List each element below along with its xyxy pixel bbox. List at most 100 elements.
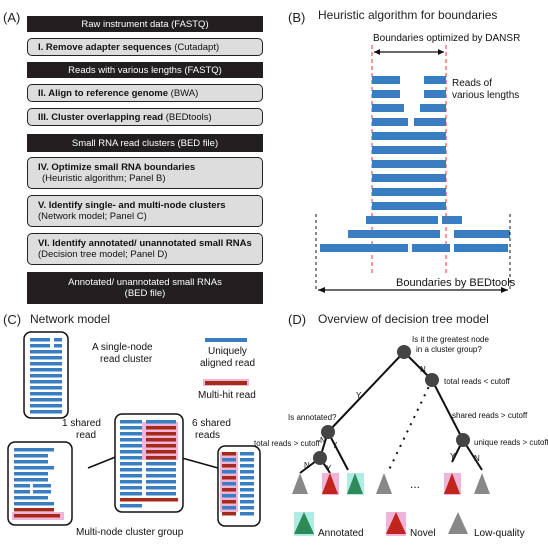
workflow-step-6: Small RNA read clusters (BED file) [27,134,263,152]
unique-read [240,452,254,456]
unique-read [14,472,48,476]
unique-read [30,404,62,408]
panel-a-letter: (A) [3,10,21,25]
unique-read [146,486,176,490]
unique-read [120,420,142,424]
workflow-step-title: III. Cluster overlapping read [38,111,164,123]
q-root: Is it the greatest node [412,335,489,344]
network-read-bars [12,338,254,520]
unique-read [120,450,142,454]
workflow-step-1: Raw instrument data (FASTQ) [27,16,263,32]
legend-annot-label: Annotated [318,528,364,539]
unique-read [33,484,51,488]
legend-unique-swatch [205,338,247,342]
label-n-3: N [320,436,326,445]
panel-b-title: Heuristic algorithm for boundaries [318,8,498,22]
unique-read [222,494,236,498]
unique-read [30,350,62,354]
unique-read [146,468,176,472]
workflow-step-8: V. Identify single- and multi-node clust… [27,195,263,227]
workflow-step-tool: (BWA) [168,87,199,99]
multi-hit-read [146,456,176,460]
leaf-novel-2 [444,473,460,494]
read-bar [372,160,446,168]
multi-hit-read [14,508,54,512]
multi-hit-read [222,500,236,504]
unique-read [120,480,142,484]
unique-read [14,490,30,494]
workflow-step-title: VI. Identify annotated/ unannotated smal… [38,238,252,249]
multi-hit-read [146,444,176,448]
bedtools-label: Boundaries by BEDtools [396,277,516,289]
unique-read [54,338,62,342]
unique-read [240,458,254,462]
node-total-top [425,373,439,387]
workflow-step-5: III. Cluster overlapping read (BEDtools) [27,108,263,126]
unique-read [146,480,176,484]
edge-annot-yes [327,431,349,471]
unique-read [14,466,54,470]
unique-read [14,460,48,464]
label-n-1: N [420,365,426,374]
read-bar [442,216,462,224]
read-bar [420,104,446,112]
unique-read [30,344,50,348]
read-bar [366,216,438,224]
unique-read [222,458,236,462]
legend-novel-label: Novel [410,528,436,539]
multi-hit-read [146,438,176,442]
panel-c-title: Network model [30,312,111,326]
panel-d-title: Overview of decision tree model [318,312,489,326]
unique-read [30,380,62,384]
workflow-step-tool: (Heuristic algorithm; Panel B) [42,173,166,184]
label-n-4: N [304,461,310,470]
workflow-step-tool: (Cutadapt) [171,41,220,53]
workflow-step-7: IV. Optimize small RNA boundaries(Heuris… [27,157,263,189]
unique-read [120,486,142,490]
read-bar [372,104,404,112]
unique-read [14,478,48,482]
multi-hit-read [146,432,176,436]
q-shared: shared reads > cutoff [452,411,528,420]
read-bar [320,244,408,252]
network-diagram: Uniquely aligned read Multi-hit read A s… [7,331,261,538]
unique-read [222,470,236,474]
edge-root-annot [327,351,405,433]
workflow-step-text: Reads with various lengths (FASTQ) [68,64,222,76]
workflow-step-title: V. Identify single- and multi-node clust… [38,200,226,211]
unique-read [120,462,142,466]
unique-read [120,456,142,460]
reads-label: Reads of [452,78,492,89]
workflow-step-title: IV. Optimize small RNA boundaries [38,162,196,173]
unique-read [240,470,254,474]
unique-read [240,464,254,468]
unique-read [120,474,142,478]
panel-d-letter: (D) [288,312,307,327]
workflow-step-tool: (BEDtools) [163,111,212,123]
unique-read [120,438,142,442]
unique-read [14,454,48,458]
multi-hit-read [120,498,178,502]
unique-read [240,476,254,480]
edge-total-shared [431,379,464,441]
read-bars [320,76,510,252]
q-total-top: total reads < cutoff [444,377,511,386]
workflow-step-text: Raw instrument data (FASTQ) [81,18,209,30]
read-bar [372,132,446,140]
unique-read [240,506,254,510]
multi-hit-read [222,488,236,492]
unique-read [240,512,254,516]
unique-read [240,500,254,504]
workflow-step-text: Small RNA read clusters (BED file) [71,137,219,149]
unique-read [240,488,254,492]
read-bar [454,244,508,252]
unique-read [33,490,51,494]
leaf-lowq-2 [376,473,392,494]
multi-hit-read [14,514,60,518]
unique-read [240,494,254,498]
leaf-annot [347,473,363,494]
multi-hit-read [222,464,236,468]
workflow-step-9: VI. Identify annotated/ unannotated smal… [27,233,263,265]
read-bar [372,188,446,196]
unique-read [120,444,142,448]
